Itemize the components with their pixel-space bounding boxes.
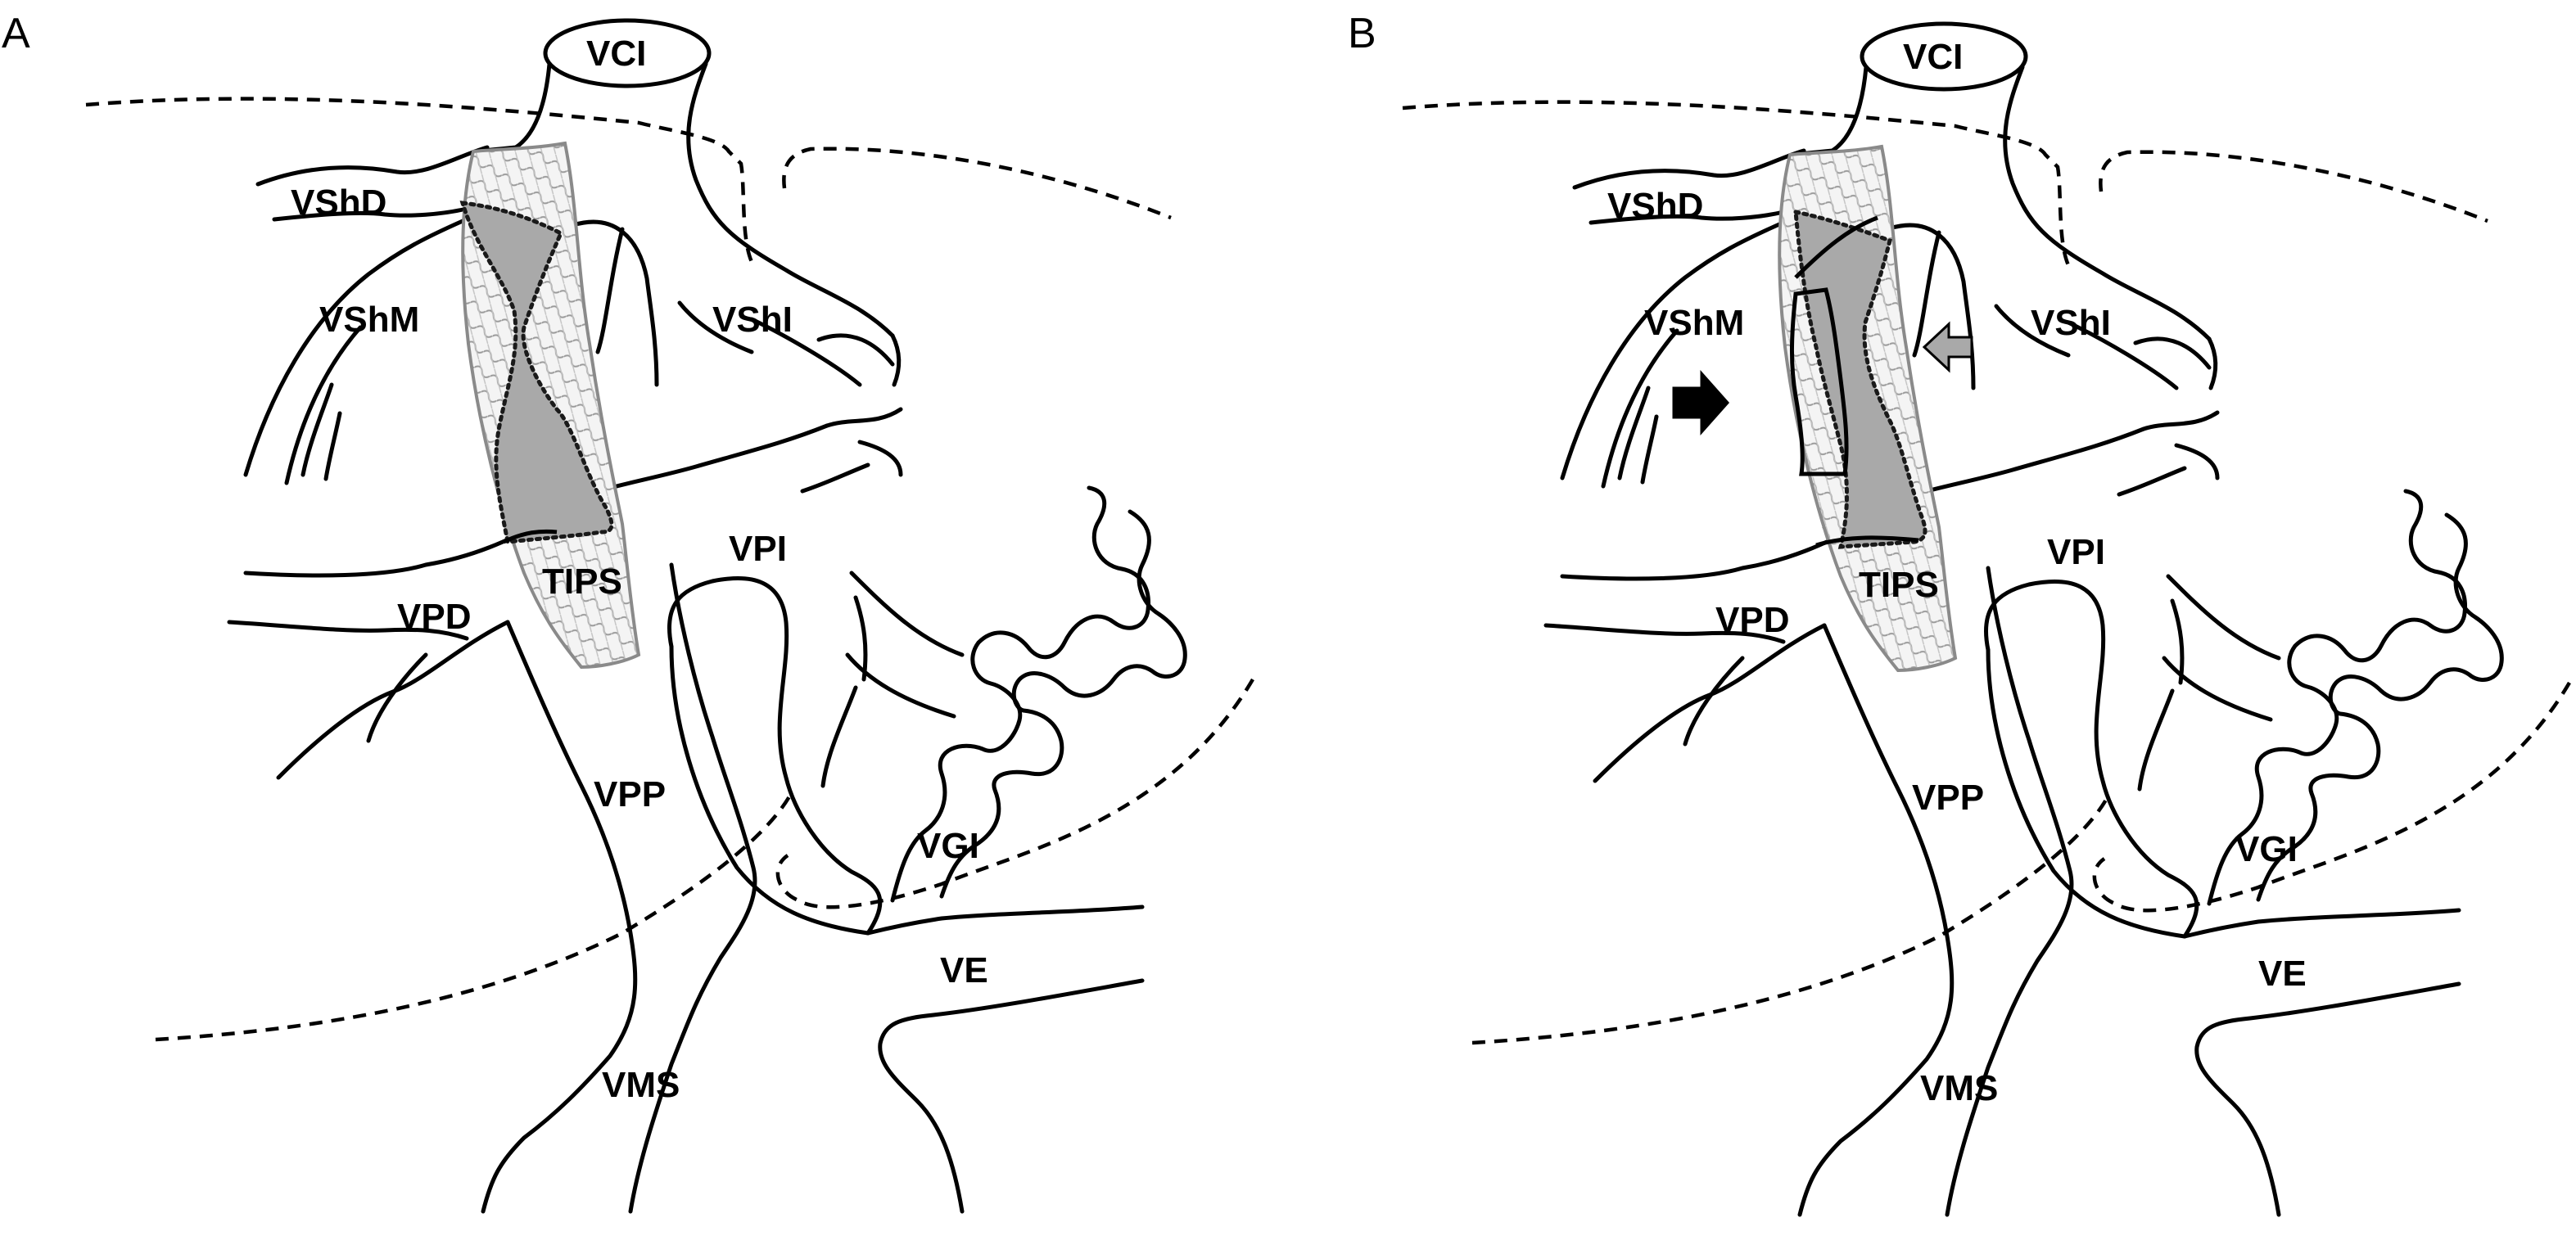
vessel-outlines-b — [1403, 24, 2569, 1215]
black-arrow-icon — [1672, 370, 1730, 435]
panel-a: A VCI VShD VShM VShI TIPS VPI VPD VPP VG… — [2, 10, 1253, 1211]
label-vpi-a: VPI — [729, 529, 787, 569]
label-vms-a: VMS — [602, 1065, 680, 1105]
label-vgi-b: VGI — [2235, 829, 2298, 869]
label-ve-b: VE — [2258, 954, 2307, 994]
recanalized-channel-b — [1790, 287, 1849, 476]
label-vms-b: VMS — [1920, 1068, 1998, 1108]
vessel-outlines-a — [86, 20, 1253, 1211]
label-vshd-b: VShD — [1607, 186, 1703, 226]
thrombus-edge-a — [502, 529, 558, 544]
label-vci-b: VCI — [1903, 37, 1963, 77]
label-vpp-a: VPP — [594, 774, 666, 814]
label-tips-a: TIPS — [542, 562, 622, 602]
label-vshi-b: VShI — [2031, 303, 2111, 343]
label-vpd-b: VPD — [1715, 600, 1789, 640]
thrombus-edge-bottom-b — [1815, 535, 1919, 548]
panel-b: B VCI VShD VShM VShI TIPS VPI VPD VPP VG… — [1348, 10, 2569, 1215]
label-ve-a: VE — [940, 950, 988, 990]
label-vci-a: VCI — [586, 34, 646, 74]
label-tips-b: TIPS — [1859, 565, 1939, 605]
thrombus-edge-top-b — [1794, 215, 1878, 279]
panel-letter-a: A — [2, 10, 30, 57]
label-vpi-b: VPI — [2047, 532, 2105, 572]
label-vgi-a: VGI — [917, 826, 979, 866]
label-vpd-a: VPD — [397, 597, 471, 637]
label-vshi-a: VShI — [712, 300, 793, 340]
label-vshm-a: VShM — [319, 300, 419, 340]
gray-arrow-icon — [1922, 321, 1973, 373]
thrombus-a — [459, 201, 614, 544]
label-vpp-b: VPP — [1912, 778, 1984, 818]
label-vshm-b: VShM — [1644, 303, 1744, 343]
panel-letter-b: B — [1348, 10, 1376, 57]
label-vshd-a: VShD — [291, 183, 386, 223]
